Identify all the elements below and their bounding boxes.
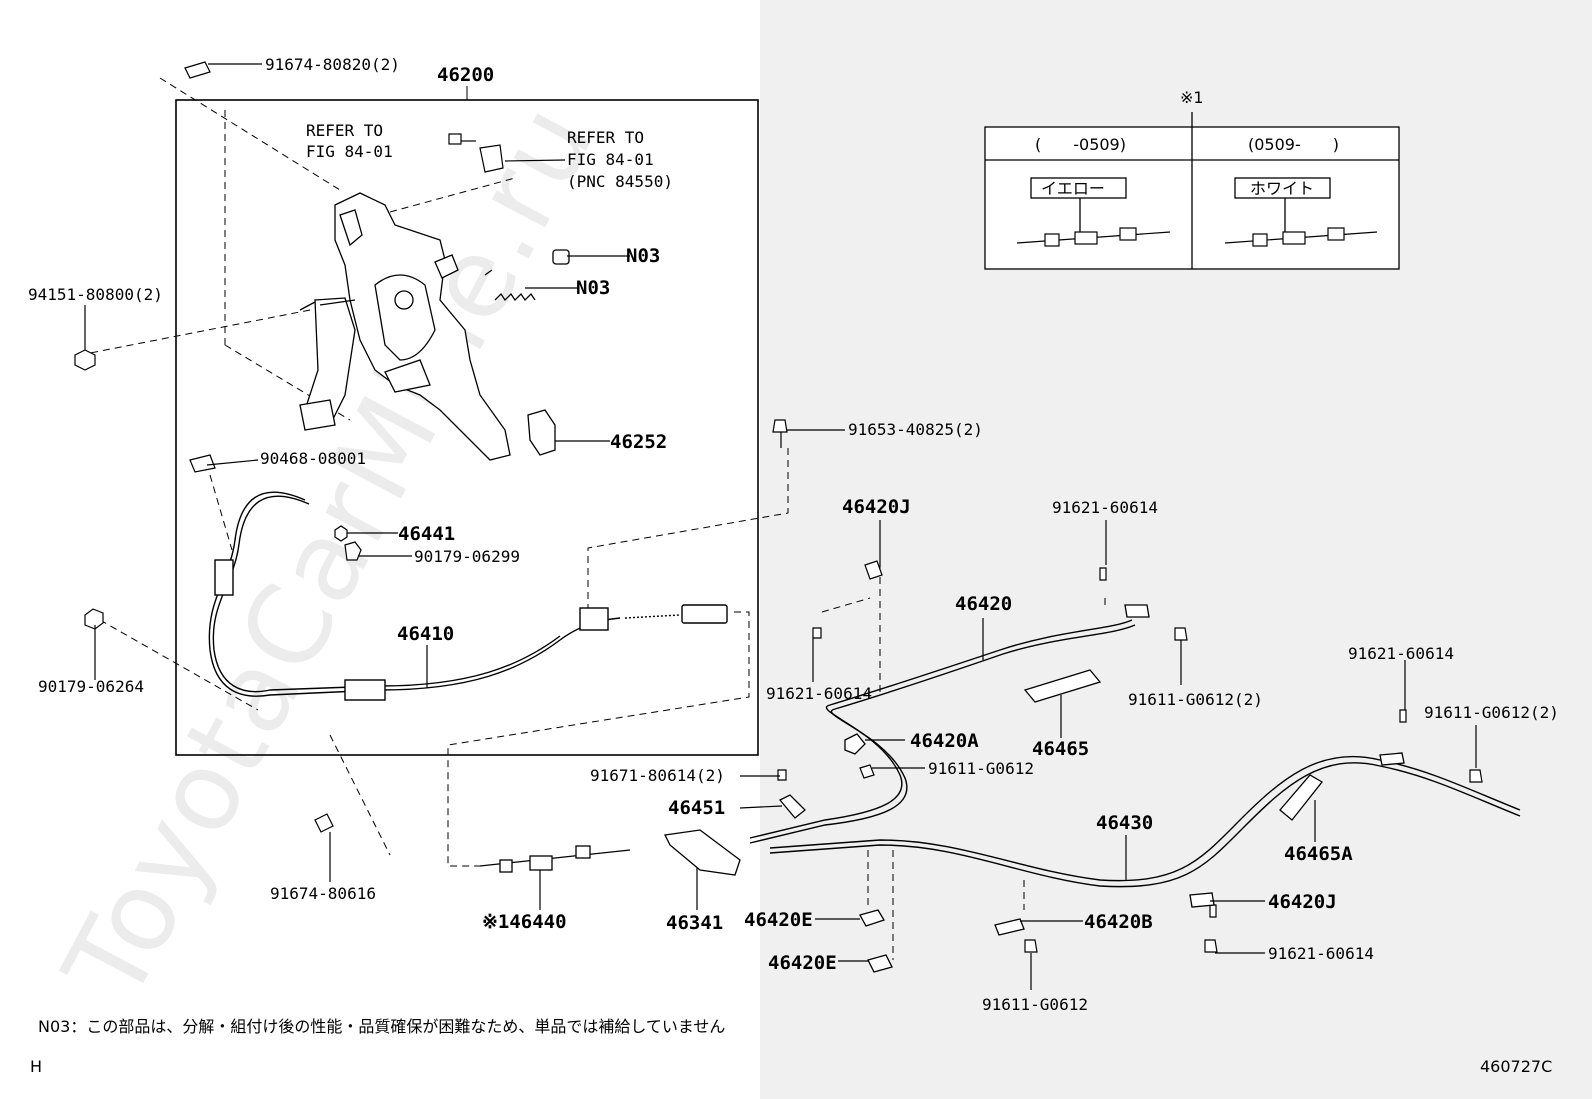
label-refer2-line1: REFER TO bbox=[567, 128, 644, 147]
rear-cable-46420 bbox=[749, 619, 1136, 844]
stopper-n03 bbox=[552, 249, 570, 265]
label-refer2-line3: (PNC 84550) bbox=[567, 172, 673, 191]
diagram-id: 460727C bbox=[1480, 1057, 1553, 1076]
bracket-46341 bbox=[664, 829, 741, 876]
bracket-46451 bbox=[778, 794, 806, 819]
label-46420B: 46420B bbox=[1084, 911, 1153, 933]
inset-marker: ※1 bbox=[1180, 88, 1204, 107]
label-91621-60614-top: 91621-60614 bbox=[1052, 498, 1158, 517]
parking-brake-pedal-assembly bbox=[299, 192, 511, 461]
front-cable-46410 bbox=[208, 491, 728, 701]
label-91611-G0612-2-right: 91611-G0612(2) bbox=[1424, 703, 1559, 722]
inset-col2-tag: ホワイト bbox=[1250, 179, 1314, 198]
fasteners bbox=[74, 61, 1483, 953]
spring-n03 bbox=[494, 292, 536, 302]
label-46420J-top: 46420J bbox=[842, 496, 911, 518]
label-refer1-line1: REFER TO bbox=[306, 121, 383, 140]
grommet-46465 bbox=[1023, 669, 1102, 703]
clamps bbox=[844, 604, 1405, 973]
label-46430: 46430 bbox=[1096, 812, 1153, 834]
inset-cable-yellow bbox=[1016, 227, 1171, 247]
label-91611-G0612-mid: 91611-G0612 bbox=[928, 759, 1034, 778]
inset-col1-tag: イエロー bbox=[1041, 179, 1105, 198]
label-91674-80616: 91674-80616 bbox=[270, 884, 376, 903]
label-91621-60614-bottom: 91621-60614 bbox=[1268, 944, 1374, 963]
dashed-leaders bbox=[79, 77, 1106, 960]
label-90468-08001: 90468-08001 bbox=[260, 449, 366, 468]
label-46465: 46465 bbox=[1032, 738, 1089, 760]
label-46410: 46410 bbox=[397, 623, 454, 645]
inset-col2-header: (0509- ) bbox=[1248, 135, 1339, 154]
label-46451: 46451 bbox=[668, 797, 725, 819]
footer-corner-mark: H bbox=[30, 1057, 43, 1076]
label-46420E-lower: 46420E bbox=[768, 952, 837, 974]
label-90179-06264: 90179-06264 bbox=[38, 677, 144, 696]
label-refer1-line2: FIG 84-01 bbox=[306, 142, 393, 161]
label-46200: 46200 bbox=[437, 64, 494, 86]
label-46420J-bottom: 46420J bbox=[1268, 891, 1337, 913]
label-46420A: 46420A bbox=[910, 730, 979, 752]
footer-note: N03：この部品は、分解・組付け後の性能・品質確保が困難なため、単品では補給して… bbox=[38, 1017, 726, 1036]
label-94151-80800: 94151-80800(2) bbox=[28, 285, 163, 304]
inset-variant-box bbox=[984, 112, 1400, 270]
label-refer2-line2: FIG 84-01 bbox=[567, 150, 654, 169]
label-91674-80820: 91674-80820(2) bbox=[265, 55, 400, 74]
cushion-46252 bbox=[527, 409, 556, 456]
grommet-46465A bbox=[1279, 774, 1323, 821]
solid-leaders bbox=[84, 63, 1477, 990]
label-46440: ※146440 bbox=[482, 911, 567, 933]
inset-cable-white bbox=[1224, 227, 1378, 247]
label-91653-40825: 91653-40825(2) bbox=[848, 420, 983, 439]
inset-col1-header: ( -0509) bbox=[1035, 135, 1126, 154]
label-91621-60614-right: 91621-60614 bbox=[1348, 644, 1454, 663]
label-46420E-upper: 46420E bbox=[744, 909, 813, 931]
cable-46440 bbox=[479, 845, 631, 873]
label-46441: 46441 bbox=[398, 523, 455, 545]
label-46252: 46252 bbox=[610, 431, 667, 453]
label-91611-G0612-2-mid: 91611-G0612(2) bbox=[1128, 690, 1263, 709]
label-n03-stopper: N03 bbox=[626, 245, 660, 267]
label-91611-G0612-bottom: 91611-G0612 bbox=[982, 995, 1088, 1014]
label-n03-spring: N03 bbox=[576, 277, 610, 299]
label-91671-80614: 91671-80614(2) bbox=[590, 766, 725, 785]
label-46341: 46341 bbox=[666, 912, 723, 934]
label-90179-06299: 90179-06299 bbox=[414, 547, 520, 566]
label-46420: 46420 bbox=[955, 593, 1012, 615]
part-labels: 91674-80820(2) 46200 REFER TO FIG 84-01 … bbox=[28, 55, 1559, 1014]
label-46465A: 46465A bbox=[1284, 843, 1353, 865]
label-91621-60614-left: 91621-60614 bbox=[766, 684, 872, 703]
rear-cable-46430 bbox=[769, 755, 1521, 888]
